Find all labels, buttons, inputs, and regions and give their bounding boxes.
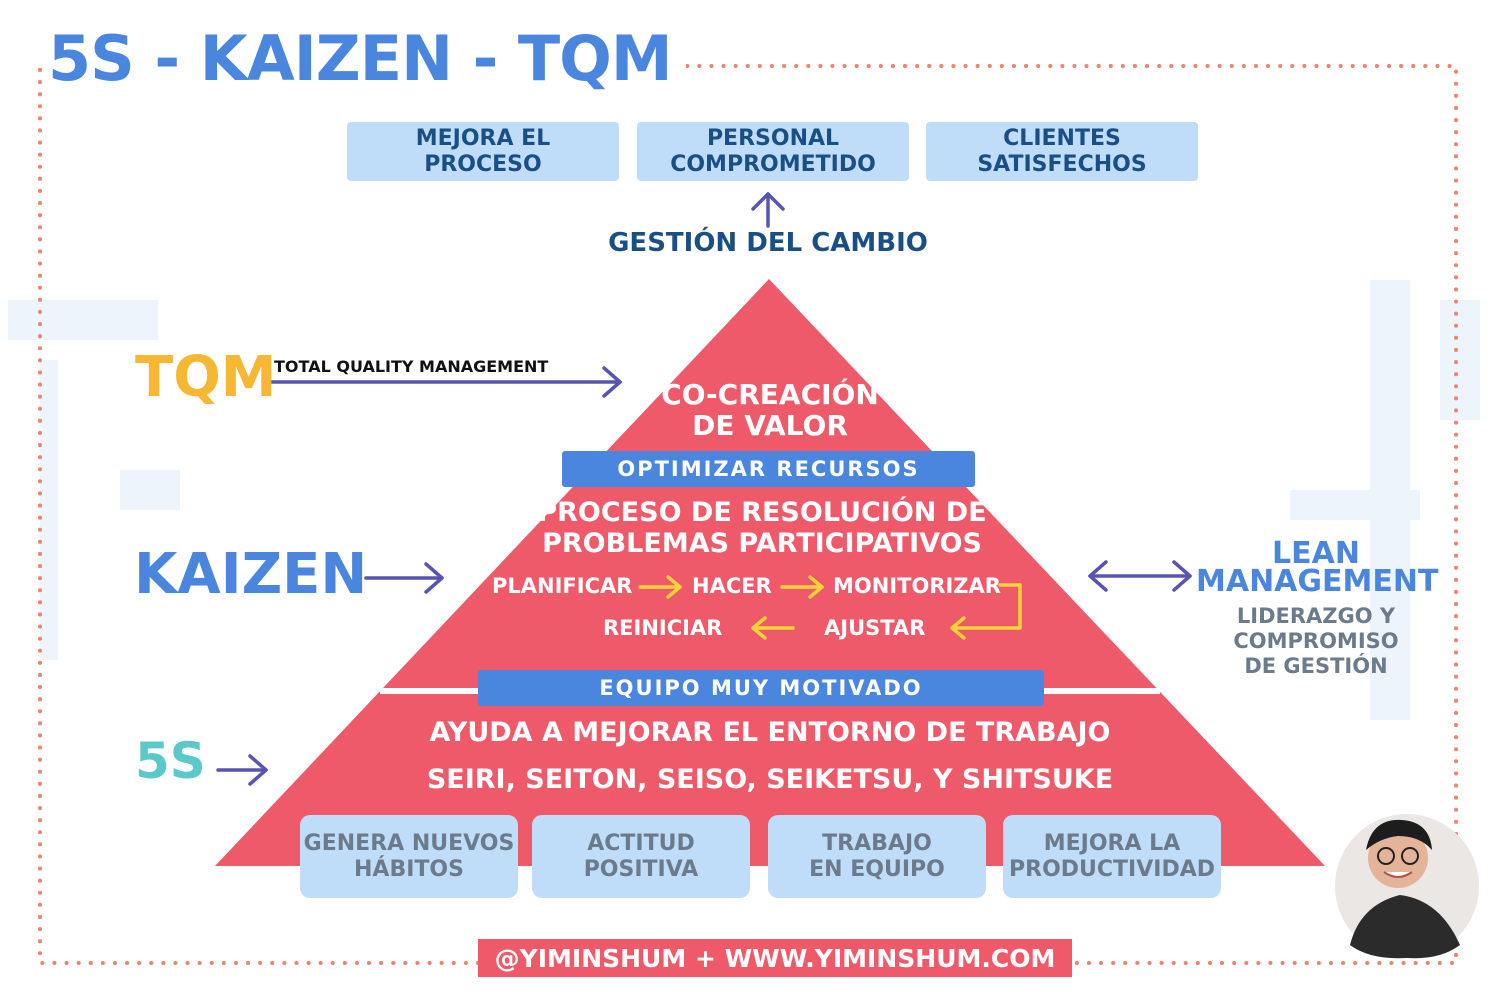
lean-sub-line3: DE GESTIÓN (1244, 654, 1388, 678)
arrow-adjust-to-restart-icon (751, 616, 795, 640)
arrow-plan-to-do-icon (638, 575, 682, 599)
band-motivated-team: EQUIPO MUY MOTIVADO (478, 670, 1044, 706)
dotted-frame (38, 64, 1458, 965)
kaizen-label: KAIZEN (134, 542, 368, 607)
pyramid (215, 279, 1325, 866)
cycle-adjust: AJUSTAR (824, 616, 926, 640)
arrow-do-to-monitor-icon (780, 575, 824, 599)
benefit-box-habits: GENERA NUEVOS HÁBITOS (300, 815, 518, 898)
tqm-caption: TOTAL QUALITY MANAGEMENT (274, 357, 549, 376)
lean-sub-line1: LIDERAZGO Y (1236, 604, 1396, 628)
lean-title-line2: MANAGEMENT (1196, 564, 1439, 599)
pyramid-base-line2: SEIRI, SEITON, SEISO, SEIKETSU, Y SHITSU… (426, 764, 1114, 795)
benefit-box-productivity: MEJORA LA PRODUCTIVIDAD (1003, 815, 1221, 898)
arrow-up-icon (751, 192, 785, 228)
page-title: 5S - KAIZEN - TQM (48, 22, 686, 95)
five-s-label: 5S (135, 732, 206, 790)
five-s-arrow-icon (216, 754, 268, 786)
avatar (1335, 814, 1479, 959)
outcome-box-process: MEJORA EL PROCESO (347, 122, 619, 181)
arrow-monitor-to-adjust-icon (950, 583, 1022, 640)
band-optimize-resources: OPTIMIZAR RECURSOS (562, 451, 975, 487)
change-management-label: GESTIÓN DEL CAMBIO (608, 228, 928, 258)
pyramid-middle-line1: PROCESO DE RESOLUCIÓN DE (537, 497, 987, 528)
cycle-restart: REINICIAR (603, 616, 723, 640)
pyramid-top-line1: CO-CREACIÓN (661, 378, 879, 411)
tqm-label: TQM (135, 345, 277, 410)
footer-credit: @YIMINSHUM + WWW.YIMINSHUM.COM (478, 939, 1072, 977)
lean-double-arrow-icon (1088, 560, 1192, 592)
cycle-monitor: MONITORIZAR (833, 574, 1001, 598)
pyramid-top-line2: DE VALOR (692, 409, 848, 442)
tqm-arrow-icon (268, 366, 622, 398)
outcome-box-clients: CLIENTES SATISFECHOS (926, 122, 1198, 181)
cycle-do: HACER (692, 574, 772, 598)
pyramid-middle-line2: PROBLEMAS PARTICIPATIVOS (542, 528, 982, 559)
cycle-plan: PLANIFICAR (492, 574, 633, 598)
benefit-box-attitude: ACTITUD POSITIVA (532, 815, 750, 898)
outcome-box-people: PERSONAL COMPROMETIDO (637, 122, 909, 181)
lean-title-line1: LEAN (1272, 536, 1360, 571)
lean-sub-line2: COMPROMISO (1233, 629, 1399, 653)
cycle-arrows (638, 575, 1022, 640)
background-watermark (8, 280, 1480, 720)
kaizen-arrow-icon (364, 562, 444, 594)
benefit-box-teamwork: TRABAJO EN EQUIPO (768, 815, 986, 898)
pyramid-base-line1: AYUDA A MEJORAR EL ENTORNO DE TRABAJO (429, 717, 1111, 748)
